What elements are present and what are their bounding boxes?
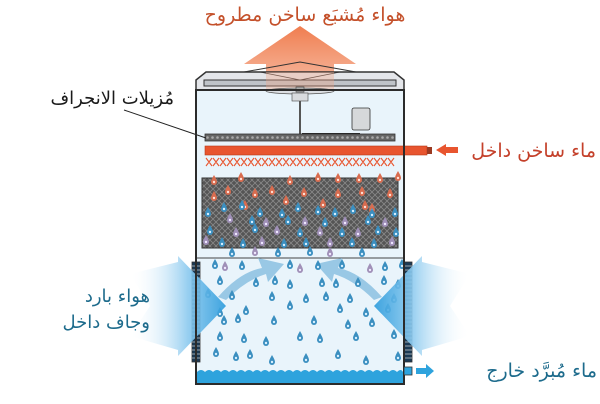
hot-water-in-arrow-icon [436,144,458,156]
hot-water-pipe [204,145,428,156]
cold-air-in-line2: وجاف داخل [62,312,150,333]
cold-air-in-label: هواء بارد وجاف داخل [30,284,150,336]
cold-air-left-arrow-icon [130,256,226,356]
fill-media [201,177,399,249]
air-flow-arrow-icon [316,258,382,300]
spray-pattern [205,157,395,167]
exhaust-air-label: هواء مُشبَع ساخن مطروح [204,4,406,26]
drift-eliminators-label: مُزيلات الانجراف [50,88,174,109]
drift-eliminator [204,133,396,142]
leader-line [123,109,207,139]
motor-icon [351,107,371,131]
cooled-water-out-label: ماء مُبرَّد خارج [486,360,597,382]
water-basin [197,370,403,383]
air-flow-arrow-icon [218,258,284,300]
hot-water-in-label: ماء ساخن داخل [471,140,596,162]
cold-air-right-arrow-icon [374,256,470,356]
cooled-water-out-arrow-icon [416,364,434,378]
cold-air-in-line1: هواء بارد [84,286,150,307]
